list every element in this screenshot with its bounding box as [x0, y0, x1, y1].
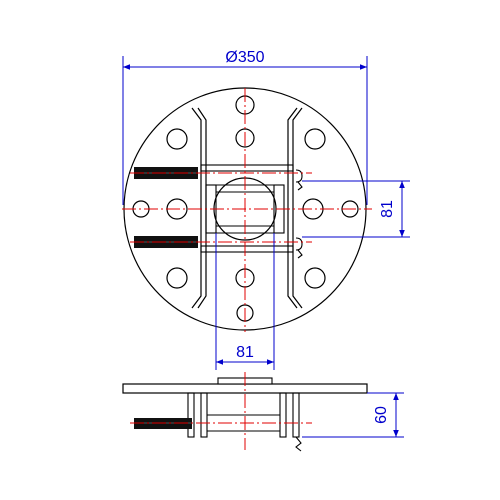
dim-right-height-label: 81	[379, 200, 396, 218]
hole-upper-left	[166, 128, 188, 150]
center-lines	[122, 88, 372, 332]
hole-lower-left	[166, 267, 188, 289]
dim-right-height	[302, 180, 410, 238]
dim-side-height	[302, 392, 404, 438]
hole-lower-right	[304, 267, 326, 289]
bolt-holes	[132, 95, 359, 322]
side-hook	[295, 436, 302, 452]
dim-diameter-label: Ø350	[225, 49, 264, 66]
side-bracket	[187, 392, 300, 438]
dim-diameter	[122, 56, 368, 205]
dim-side-height-label: 60	[373, 406, 390, 424]
side-view	[122, 372, 368, 452]
dim-bottom-width	[215, 233, 275, 370]
hole-upper-right	[304, 128, 326, 150]
top-view	[122, 87, 372, 332]
side-center-lines	[130, 372, 312, 450]
dim-bottom-width-label: 81	[236, 344, 254, 361]
